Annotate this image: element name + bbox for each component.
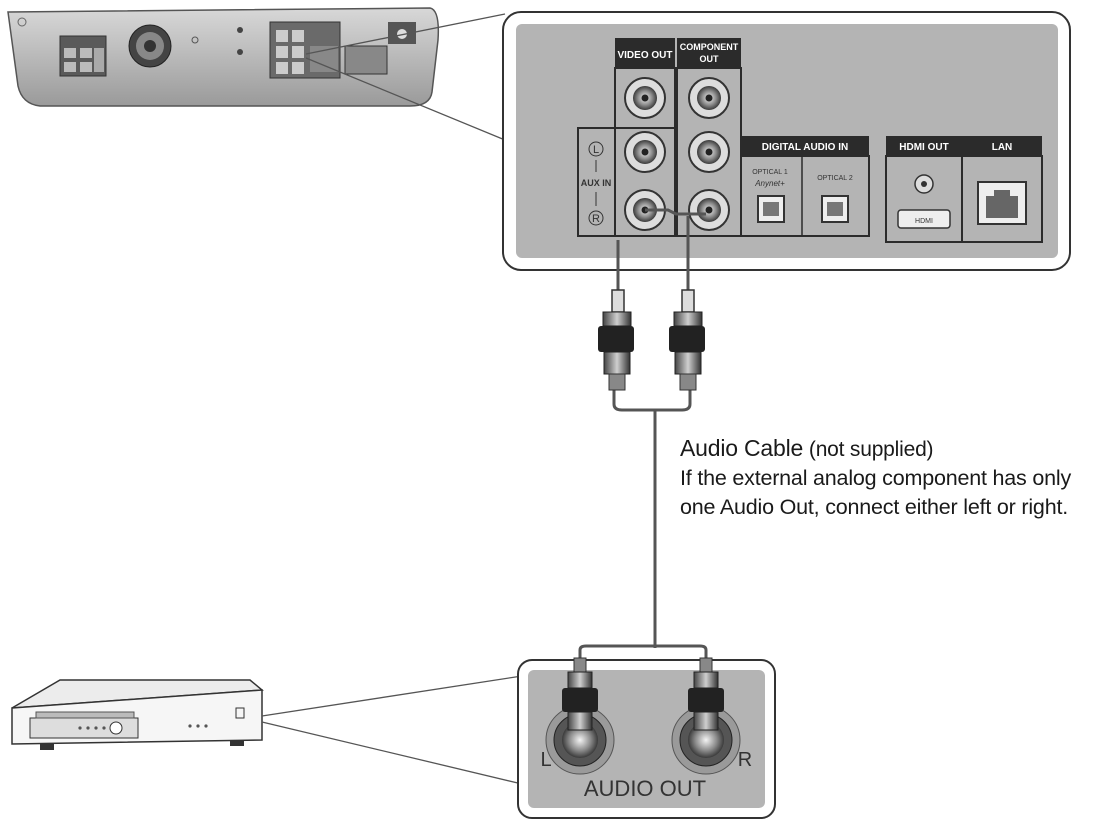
- audio-out-left-label: L: [540, 749, 551, 771]
- video-out-label: VIDEO OUT: [617, 50, 672, 61]
- lan-label-bar: [962, 136, 1042, 156]
- audio-out-right-jack: [671, 705, 741, 775]
- cable-plug-top-left: [598, 289, 634, 391]
- cable-description: If the external analog component has onl…: [680, 466, 1072, 519]
- component-pr-jack: [688, 189, 730, 231]
- audio-out-panel: L R AUDIO OUT: [517, 657, 776, 819]
- optical2-label: OPTICAL 2: [817, 175, 853, 182]
- component-y-jack: [688, 77, 730, 119]
- main-unit-rear: [7, 7, 440, 107]
- aux-in-left-jack: [624, 131, 666, 173]
- external-analog-component: [11, 679, 264, 750]
- audio-cable: [578, 208, 708, 660]
- digital-audio-in-label-bar: [741, 136, 869, 156]
- aux-in-label: AUX IN: [581, 178, 612, 188]
- digital-audio-in-label: DIGITAL AUDIO IN: [762, 142, 848, 153]
- zoom-line-top: [305, 13, 506, 55]
- hdmi-port-text: HDMI: [915, 218, 933, 225]
- aux-in-right-symbol: R: [592, 213, 600, 225]
- audio-out-left-jack: [545, 705, 615, 775]
- audio-out-label: AUDIO OUT: [584, 776, 706, 801]
- component-out-label-bar: [677, 38, 741, 68]
- aux-in-left-symbol: L: [593, 144, 599, 156]
- component-pb-jack: [688, 131, 730, 173]
- hdmi-out-label-bar: [886, 136, 962, 156]
- cable-plug-bottom-right: [688, 657, 724, 731]
- cable-title: Audio Cable: [680, 435, 804, 461]
- cable-title-note: (not supplied): [808, 438, 934, 461]
- cable-caption: Audio Cable (not supplied) If the extern…: [680, 434, 1095, 522]
- audio-out-right-label: R: [738, 749, 752, 771]
- cable-plug-bottom-left: [562, 657, 598, 731]
- hdmi-out-label: HDMI OUT: [899, 142, 948, 153]
- zoom-line-bottom: [305, 57, 506, 141]
- back-panel-zoom: VIDEO OUT COMPONENT OUT L AUX IN R DIGIT…: [502, 11, 1071, 271]
- video-out-jack: [624, 77, 666, 119]
- cable-plug-top-right: [669, 289, 705, 391]
- component-out-label-line2: OUT: [700, 54, 720, 64]
- optical1-label: OPTICAL 1: [752, 169, 788, 176]
- optical1-sublabel: Anynet+: [754, 179, 785, 188]
- video-out-label-bar: [615, 38, 675, 68]
- lan-label: LAN: [992, 142, 1013, 153]
- hdmi-port: [897, 209, 951, 229]
- component-out-label: COMPONENT: [680, 42, 739, 52]
